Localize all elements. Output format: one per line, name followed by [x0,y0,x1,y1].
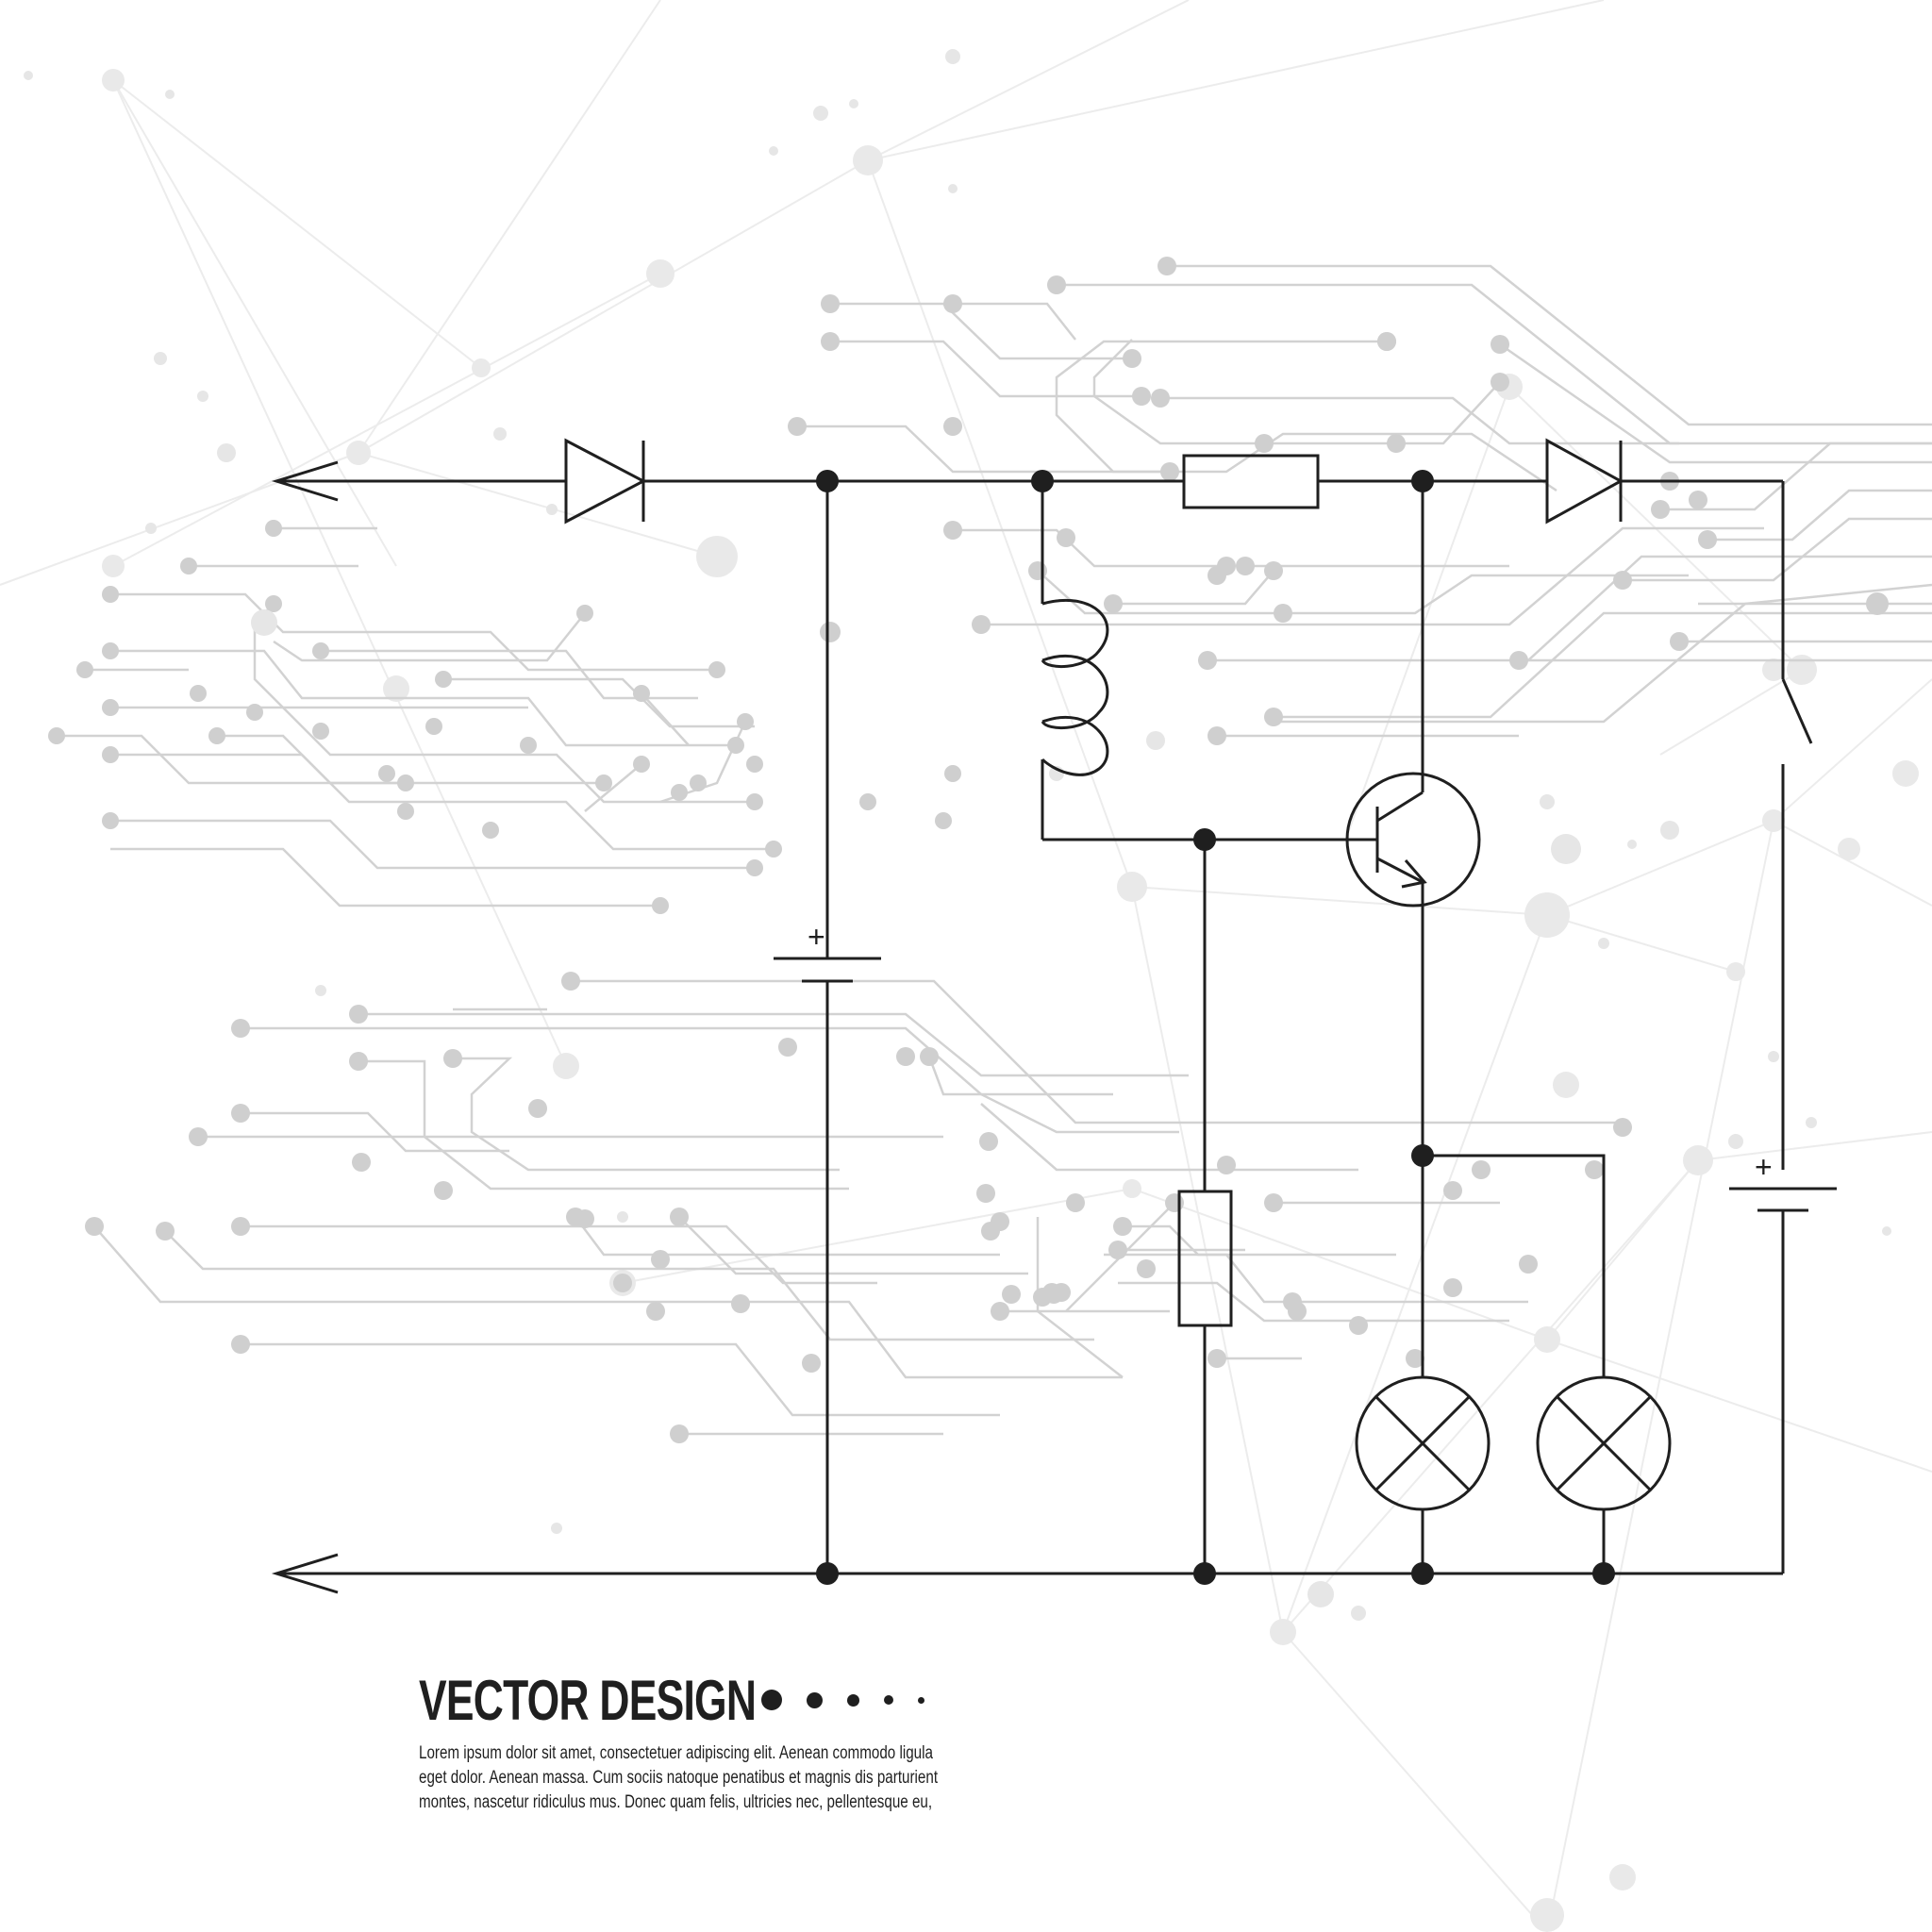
decor-dot [806,1691,823,1708]
inductor-coil-icon [1041,598,1109,776]
pcb-trace-pads-left [48,520,961,914]
schematic [271,438,1837,1594]
junction-dot [1031,470,1054,492]
bottom-left-arrow-icon [271,1553,339,1594]
junction-dot [1411,1562,1434,1585]
transistor-emitter-arrow-icon [1401,859,1427,889]
decor-dot [760,1690,782,1710]
pcb-traces-left [57,526,774,908]
background-network-nodes [102,69,1919,1932]
decor-dot [883,1695,893,1705]
transistor-collector [1376,791,1424,823]
lamp-left-icon [1355,1375,1491,1511]
title-dots [760,1690,924,1710]
transistor-emitter [1376,857,1424,884]
pcb-traces-lower [93,979,1623,1436]
junction-dot [1592,1562,1615,1585]
body-line: montes, nascetur ridiculus mus. Donec qu… [419,1792,933,1812]
pcb-trace-pads-upper [788,257,1889,745]
battery-left-plus-label: + [808,920,825,954]
decor-dot [846,1693,859,1707]
title-block: VECTOR DESIGN Lorem ipsum dolor sit amet… [419,1666,1023,1815]
junction-dot [1193,1562,1216,1585]
body-text: Lorem ipsum dolor sit amet, consectetuer… [419,1741,992,1815]
decor-dot [917,1696,924,1704]
junction-dot [816,470,839,492]
body-line: eget dolor. Aenean massa. Cum sociis nat… [419,1768,939,1788]
diode-left-icon [564,438,647,525]
junction-dots [816,470,1615,1585]
junction-dot [816,1562,839,1585]
title-row: VECTOR DESIGN [419,1666,1023,1734]
body-line: Lorem ipsum dolor sit amet, consectetuer… [419,1743,933,1763]
lamp-right-icon [1536,1375,1672,1511]
pcb-traces-upper [797,264,1932,738]
page-title: VECTOR DESIGN [419,1668,757,1732]
lamp-branch-wire [1423,1154,1606,1377]
resistor-bottom-icon [1177,1190,1233,1327]
pcb-trace-pads-lower [85,972,1632,1443]
background-specks [24,49,1891,1621]
battery-right-plus-label: + [1755,1150,1773,1184]
diode-right-icon [1545,438,1624,525]
junction-dot [1411,470,1434,492]
transistor-icon [1345,772,1481,908]
junction-dot [1411,1144,1434,1167]
top-left-arrow-icon [271,460,339,502]
battery-right-icon [1729,1187,1837,1212]
battery-left-icon [774,957,881,983]
switch-lever-icon [1781,678,1813,744]
junction-dot [1193,828,1216,851]
resistor-top-icon [1182,454,1320,509]
